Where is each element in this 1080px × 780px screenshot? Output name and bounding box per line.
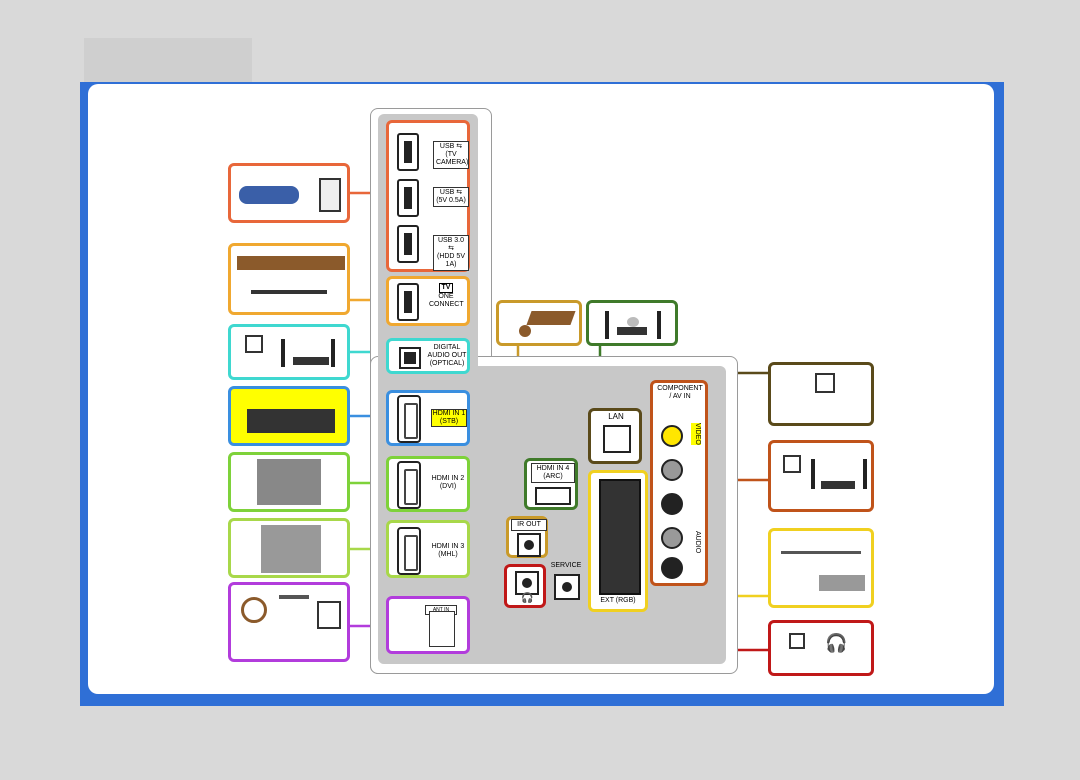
speaker-icon [331, 339, 335, 367]
hdmi4-port[interactable] [535, 487, 571, 505]
hdmi1-port[interactable] [397, 395, 421, 443]
hdmi2-port-group: HDMI IN 2(DVI) [386, 456, 470, 512]
usb2-label: USB ⇆(5V 0.5A) [433, 187, 469, 207]
speaker-right-icon [657, 311, 661, 339]
antenna-socket-icon [317, 601, 341, 629]
scart-cable-icon [781, 551, 861, 554]
headphone-port[interactable] [515, 571, 539, 595]
receiver-icon [617, 327, 647, 335]
ant-port[interactable] [429, 611, 455, 647]
usb1-label: USB ⇆(TV CAMERA) [433, 141, 469, 169]
hdmi1-port-group: HDMI IN 1(STB) [386, 390, 470, 446]
dvi-device-box [228, 452, 350, 512]
home-theater-icon [811, 459, 815, 489]
lan-port-group: LAN [588, 408, 642, 464]
usb-stick-icon [239, 186, 299, 204]
set-top-box-icon [247, 409, 335, 433]
video-label: VIDEO [691, 423, 701, 445]
pb-port[interactable] [661, 459, 683, 481]
usb3-label: USB 3.0 ⇆(HDD 5V 1A) [433, 235, 469, 271]
hdmi3-port-group: HDMI IN 3(MHL) [386, 520, 470, 578]
lan-socket-icon [815, 373, 835, 393]
antenna-icon [279, 595, 309, 599]
one-connect-device-box [228, 243, 350, 315]
hdmi4-port-group: HDMI IN 4(ARC) [524, 458, 578, 510]
ir-blaster-cable-icon [519, 325, 531, 337]
service-port[interactable] [554, 574, 580, 600]
hdmi3-label: HDMI IN 3(MHL) [431, 543, 465, 558]
antenna-device-box [228, 582, 350, 662]
ext-label: EXT (RGB) [600, 597, 636, 604]
header-tab [84, 38, 252, 86]
home-theater-icon [281, 339, 285, 367]
service-label: SERVICE [550, 562, 582, 569]
hdmi1-label: HDMI IN 1(STB) [431, 409, 467, 427]
lan-device-box [768, 362, 874, 426]
optical-port[interactable] [399, 347, 421, 369]
ir-out-port-group: IR OUT [506, 516, 548, 558]
one-connect-port[interactable] [397, 283, 419, 321]
usb-port-1[interactable] [397, 133, 419, 171]
audio-label: AUDIO [694, 531, 701, 554]
headphone-device-box: 🎧 [768, 620, 874, 676]
lan-label: LAN [608, 412, 624, 421]
mhl-device-icon [261, 525, 321, 573]
dvd-player-icon [819, 575, 865, 591]
receiver-icon [821, 481, 855, 489]
component-label: COMPONENT/ AV IN [657, 385, 703, 400]
hdmi4-label: HDMI IN 4(ARC) [531, 463, 575, 483]
dvi-device-icon [257, 459, 321, 505]
mhl-device-box [228, 518, 350, 578]
headphone-symbol-icon: 🎧 [521, 593, 534, 604]
hdmi2-port[interactable] [397, 461, 421, 509]
ant-port-group: ANT IN [386, 596, 470, 654]
optical-device-box [228, 324, 350, 380]
component-socket-icon [783, 455, 801, 473]
ir-device-box [496, 300, 582, 346]
component-port-group: COMPONENT/ AV IN VIDEO AUDIO [650, 380, 708, 586]
disc-icon [627, 317, 639, 327]
ext-device-box [768, 528, 874, 608]
stb-device-box [228, 386, 350, 446]
receiver-icon [293, 357, 329, 365]
usb-port-2[interactable] [397, 179, 419, 217]
arc-device-box [586, 300, 678, 346]
ir-out-label: IR OUT [511, 519, 547, 531]
usb-port-3[interactable] [397, 225, 419, 263]
ext-port-group: EXT (RGB) [588, 470, 648, 612]
hdmi2-label: HDMI IN 2(DVI) [431, 475, 465, 490]
usb-device-box [228, 163, 350, 223]
headphone-port-group: 🎧 [504, 564, 546, 608]
lan-port[interactable] [603, 425, 631, 453]
ir-out-port[interactable] [517, 533, 541, 557]
hdmi3-port[interactable] [397, 527, 421, 575]
scart-port[interactable] [599, 479, 641, 595]
one-connect-box-icon [237, 256, 345, 270]
audio-l-port[interactable] [661, 527, 683, 549]
usb-socket-icon [319, 178, 341, 212]
usb-port-group: USB ⇆(TV CAMERA) USB ⇆(5V 0.5A) USB 3.0 … [386, 120, 470, 272]
headphone-socket-icon [789, 633, 805, 649]
speaker-left-icon [605, 311, 609, 339]
satellite-dish-icon [241, 597, 267, 623]
speaker-icon [863, 459, 867, 489]
pr-port[interactable] [661, 493, 683, 515]
ir-blaster-icon [526, 311, 576, 325]
headphones-icon: 🎧 [825, 633, 848, 653]
audio-r-port[interactable] [661, 557, 683, 579]
optical-socket-icon [245, 335, 263, 353]
one-connect-cable-icon [251, 290, 327, 294]
video-port[interactable] [661, 425, 683, 447]
component-device-box [768, 440, 874, 512]
